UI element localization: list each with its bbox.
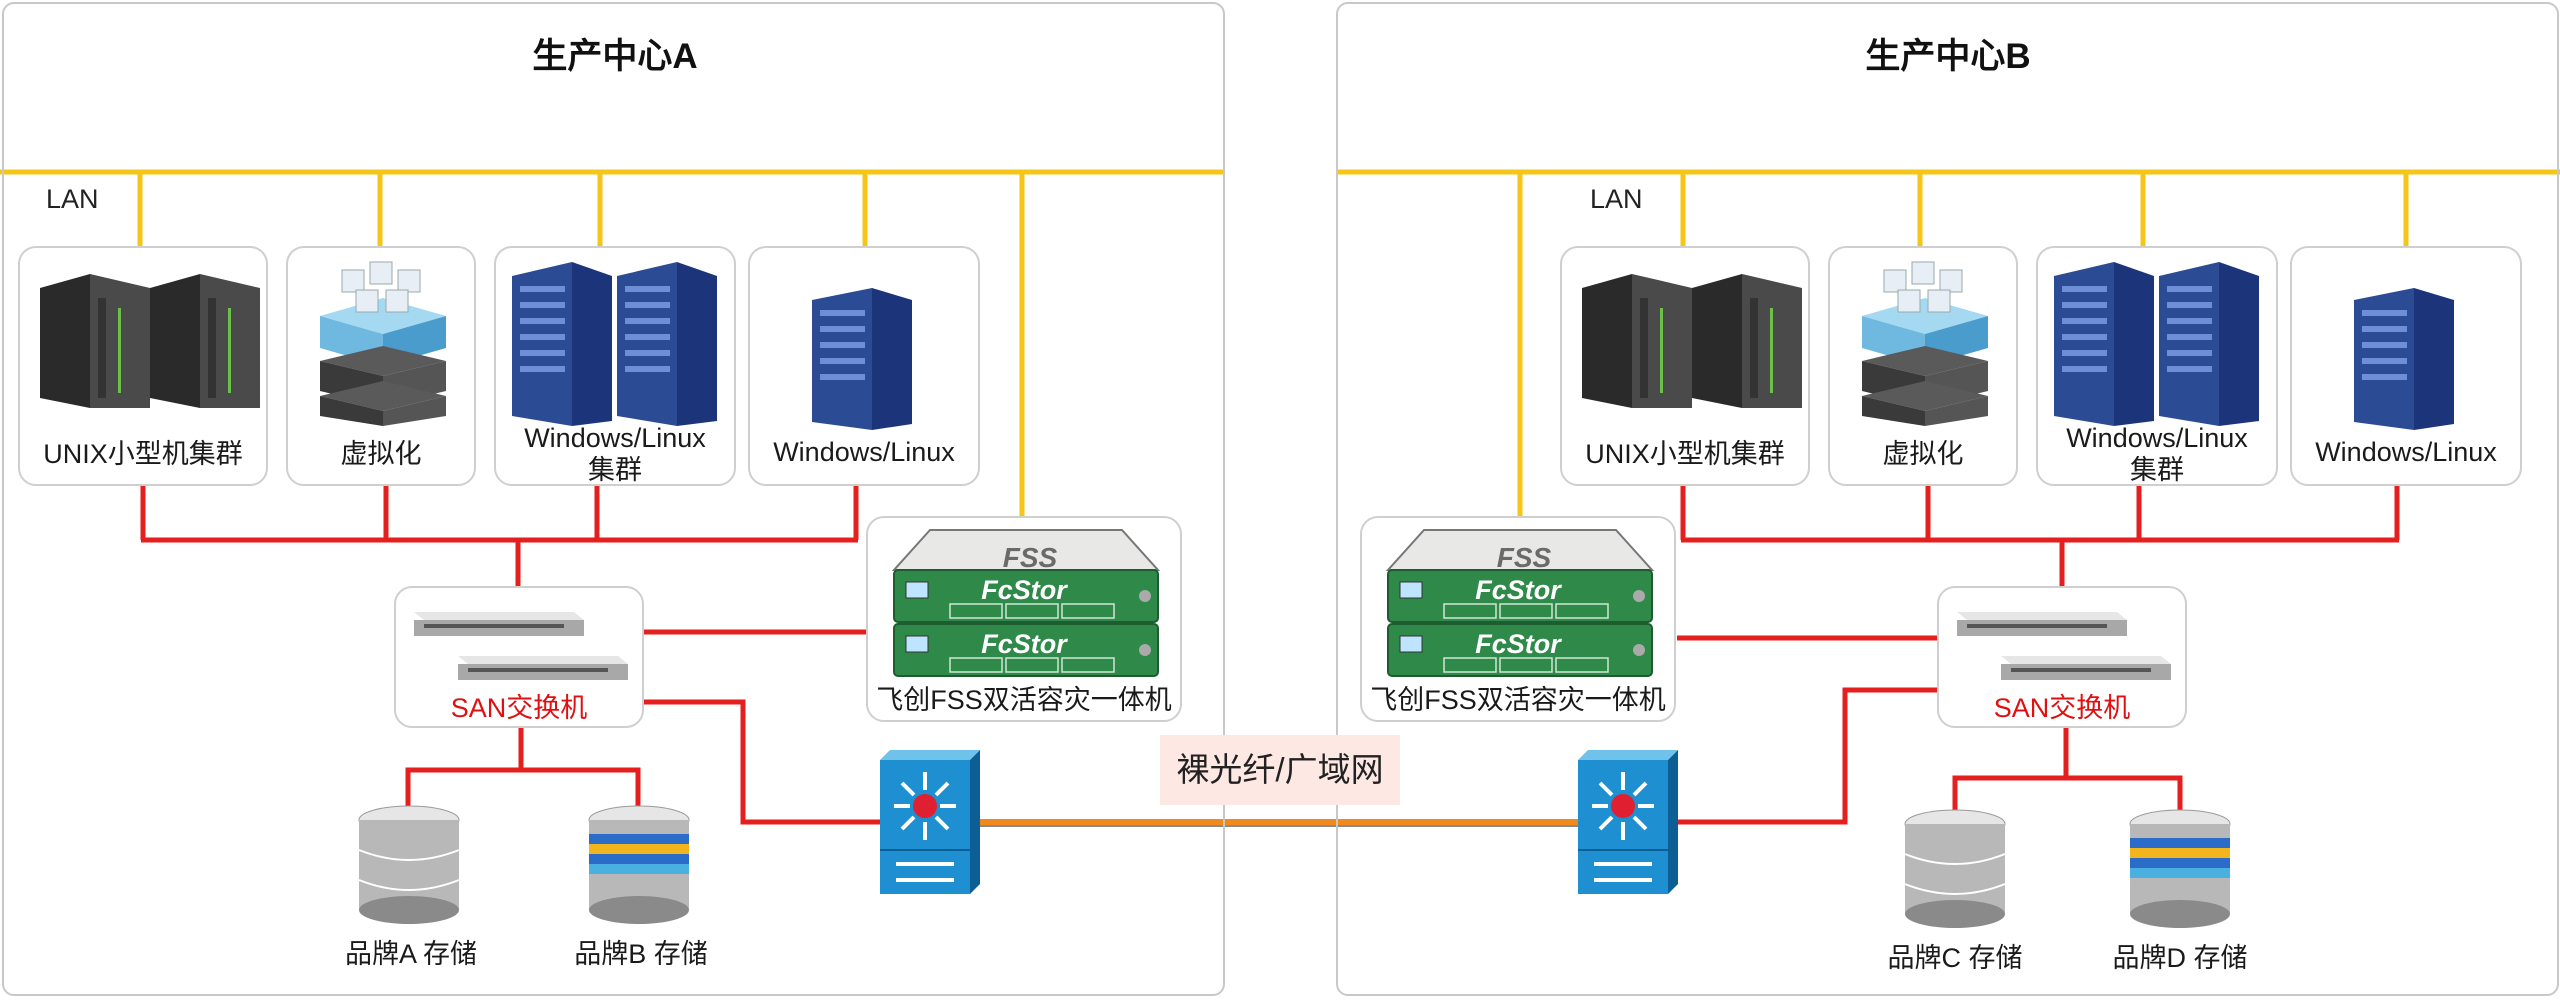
san-lines: [140, 486, 2400, 825]
center-a-panel: [2, 2, 1225, 996]
storage-c: [1900, 809, 2010, 928]
center-b-panel: [1336, 2, 2559, 996]
fss-appliance-icon: [891, 529, 1161, 677]
fss-appliance-a-brand: FSS: [1002, 542, 1058, 573]
unix-minicomputer-icon: [1582, 274, 1802, 408]
fss-appliance-b-unit-1: FcStor: [1475, 575, 1561, 605]
fss-appliance-b-unit-2: FcStor: [1475, 629, 1561, 659]
host-group-blade-cluster-b-label: Windows/Linux 集群: [2066, 423, 2248, 485]
san-switch-b: SAN交换机: [1937, 586, 2187, 728]
blade-server-icon: [2054, 262, 2259, 426]
host-group-virtualization-b-label: 虚拟化: [1882, 439, 1964, 469]
host-group-tower-b-label: Windows/Linux: [2315, 437, 2497, 467]
fss-appliance-a: FSS FcStor FcStor 飞创FSS双活容灾一体机: [866, 516, 1182, 722]
database-silver-icon: [1904, 809, 2006, 928]
database-color-icon: [588, 805, 690, 924]
san-switch-icon: [414, 612, 628, 680]
wan-router-icon-a: [880, 750, 980, 894]
host-group-unix-label: UNIX小型机集群: [43, 439, 243, 469]
san-switch-b-label: SAN交换机: [1993, 693, 2131, 723]
storage-a-label: 品牌A 存储: [344, 939, 478, 969]
fss-appliance-a-label: 飞创FSS双活容灾一体机: [876, 685, 1172, 715]
storage-b: [584, 805, 694, 924]
host-group-virtualization-label: 虚拟化: [340, 439, 422, 469]
storage-a: [354, 805, 464, 924]
center-a-lan-label: LAN: [46, 184, 99, 214]
host-group-virtualization-b: 虚拟化: [1828, 246, 2018, 486]
storage-c-label: 品牌C 存储: [1887, 943, 2023, 973]
fss-appliance-a-unit-2: FcStor: [981, 629, 1067, 659]
virtualization-server-icon: [320, 261, 446, 426]
san-switch-a: SAN交换机: [394, 586, 644, 728]
host-group-tower-b: Windows/Linux: [2290, 246, 2522, 486]
storage-d-label: 品牌D 存储: [2112, 943, 2248, 973]
host-group-unix-b: UNIX小型机集群: [1560, 246, 1810, 486]
lan-lines: [0, 169, 2560, 516]
san-switch-icon: [1957, 612, 2171, 680]
wan-link-label: 裸光纤/广域网: [1160, 735, 1400, 805]
san-switch-a-label: SAN交换机: [450, 693, 588, 723]
database-silver-icon: [358, 805, 460, 924]
fss-appliance-icon: [1385, 529, 1655, 677]
host-group-blade-cluster-b: Windows/Linux 集群: [2036, 246, 2278, 486]
host-group-virtualization: 虚拟化: [286, 246, 476, 486]
tower-server-icon: [2354, 288, 2454, 430]
host-group-unix-b-label: UNIX小型机集群: [1585, 439, 1785, 469]
fss-appliance-b-brand: FSS: [1496, 542, 1552, 573]
wan-router-icon-b: [1578, 750, 1678, 894]
blade-server-icon: [512, 262, 717, 426]
tower-server-icon: [812, 288, 912, 430]
center-a-title: 生产中心A: [532, 37, 698, 76]
fss-appliance-b: FSS FcStor FcStor 飞创FSS双活容灾一体机: [1360, 516, 1676, 722]
virtualization-server-icon: [1862, 261, 1988, 426]
host-group-tower: Windows/Linux: [748, 246, 980, 486]
host-group-blade-cluster-label: Windows/Linux 集群: [524, 423, 706, 485]
storage-d: [2125, 809, 2235, 928]
fss-appliance-a-unit-1: FcStor: [981, 575, 1067, 605]
center-b-title: 生产中心B: [1865, 37, 2031, 76]
host-group-blade-cluster: Windows/Linux 集群: [494, 246, 736, 486]
host-group-unix: UNIX小型机集群: [18, 246, 268, 486]
host-group-tower-label: Windows/Linux: [773, 437, 955, 467]
unix-minicomputer-icon: [40, 274, 260, 408]
fss-appliance-b-label: 飞创FSS双活容灾一体机: [1370, 685, 1666, 715]
center-b-lan-label: LAN: [1590, 184, 1643, 214]
storage-b-label: 品牌B 存储: [574, 939, 708, 969]
database-color-icon: [2129, 809, 2231, 928]
